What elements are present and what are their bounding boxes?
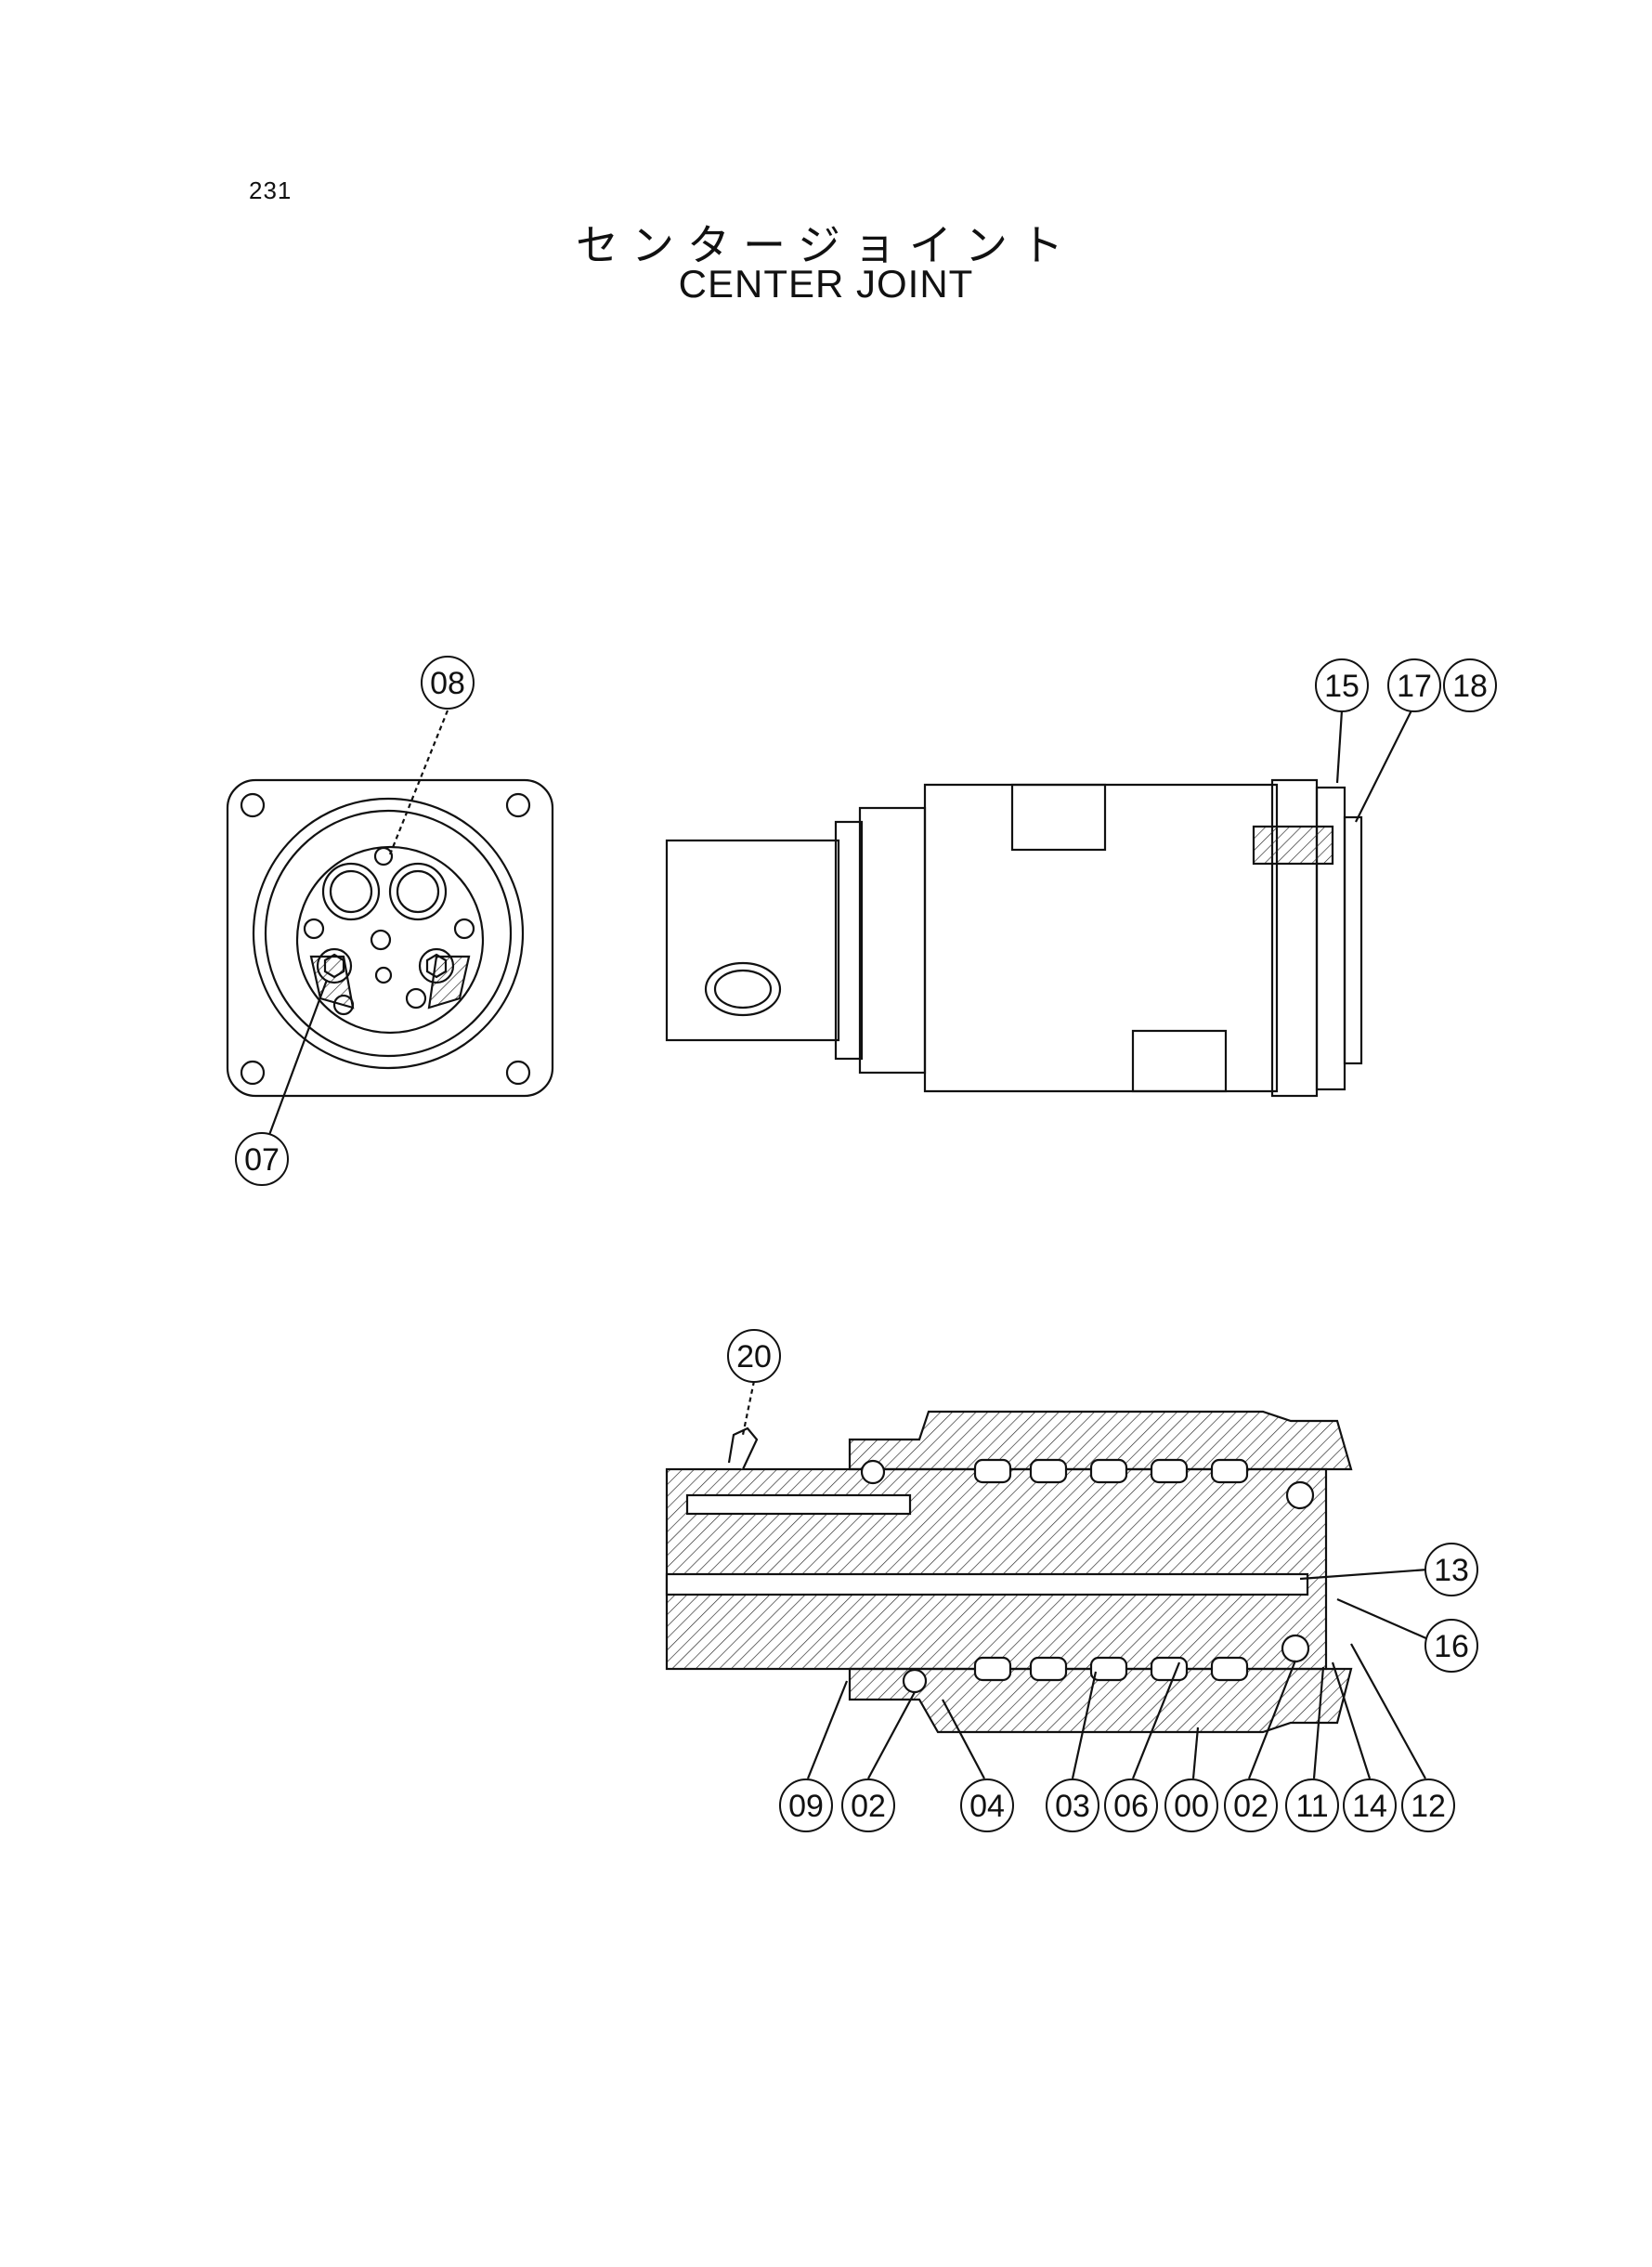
flange-inner-ring xyxy=(264,809,513,1058)
callout-15-label: 15 xyxy=(1324,669,1359,704)
housing-body xyxy=(923,783,1279,1093)
small-port xyxy=(373,846,394,866)
callout-06-label: 06 xyxy=(1113,1789,1149,1824)
port xyxy=(321,862,381,921)
leader-14 xyxy=(1331,1661,1372,1779)
shaft-stub xyxy=(665,839,840,1042)
callout-13-label: 13 xyxy=(1434,1553,1469,1588)
small-port xyxy=(370,929,392,951)
leader-09 xyxy=(806,1680,849,1779)
callout-12: 12 xyxy=(1401,1778,1455,1832)
callout-02: 02 xyxy=(841,1778,895,1832)
callout-20: 20 xyxy=(727,1329,781,1383)
small-port xyxy=(303,918,325,940)
leader-13 xyxy=(1299,1568,1429,1581)
callout-04: 04 xyxy=(960,1778,1014,1832)
port xyxy=(388,862,448,921)
flange-bolt-hole xyxy=(240,792,266,818)
leader-04 xyxy=(942,1699,985,1779)
leader-20 xyxy=(741,1380,756,1436)
callout-11-label: 11 xyxy=(1295,1789,1328,1824)
callout-02: 02 xyxy=(1224,1778,1278,1832)
callout-18: 18 xyxy=(1443,658,1497,712)
title-japanese: センタージョイント xyxy=(575,220,1077,270)
callout-20-label: 20 xyxy=(736,1339,772,1375)
callout-16: 16 xyxy=(1424,1619,1478,1673)
hex-plug xyxy=(316,947,353,984)
flange-outer-ring xyxy=(252,797,525,1070)
callout-14: 14 xyxy=(1343,1778,1397,1832)
callout-03: 03 xyxy=(1046,1778,1099,1832)
hex-plug xyxy=(418,947,455,984)
leader-17 xyxy=(1355,710,1412,823)
callout-09-label: 09 xyxy=(788,1789,824,1824)
title-english: CENTER JOINT xyxy=(678,262,974,306)
flange-bolt-hole xyxy=(240,1060,266,1086)
side-view xyxy=(665,710,1412,1098)
leader-11 xyxy=(1312,1666,1325,1779)
callout-12-label: 12 xyxy=(1411,1789,1446,1824)
callout-02-label: 02 xyxy=(851,1789,886,1824)
callout-06: 06 xyxy=(1104,1778,1158,1832)
callout-08: 08 xyxy=(421,656,475,710)
leader-00 xyxy=(1191,1726,1200,1779)
leader-07 xyxy=(267,979,329,1136)
callout-11: 11 xyxy=(1285,1778,1339,1832)
callout-09: 09 xyxy=(779,1778,833,1832)
leader-16 xyxy=(1336,1597,1429,1641)
leader-15 xyxy=(1335,710,1344,784)
leader-03 xyxy=(1071,1671,1098,1779)
housing-top xyxy=(848,1410,1353,1471)
callout-07-label: 07 xyxy=(244,1142,280,1178)
section-view xyxy=(665,1380,1429,1779)
grease-fitting xyxy=(727,1427,759,1470)
callout-13: 13 xyxy=(1424,1543,1478,1596)
leader-08 xyxy=(388,710,449,855)
leader-02a xyxy=(867,1691,916,1779)
flange-bolt-hole xyxy=(505,1060,531,1086)
small-port xyxy=(374,966,393,984)
housing-bottom xyxy=(848,1667,1353,1734)
callout-18-label: 18 xyxy=(1452,669,1488,704)
callout-00-label: 00 xyxy=(1174,1789,1209,1824)
callout-02-label: 02 xyxy=(1233,1789,1268,1824)
end-view xyxy=(226,710,554,1136)
callout-17: 17 xyxy=(1387,658,1441,712)
callout-03-label: 03 xyxy=(1055,1789,1090,1824)
callout-14-label: 14 xyxy=(1352,1789,1387,1824)
callout-00: 00 xyxy=(1164,1778,1218,1832)
hub-face xyxy=(295,845,485,1035)
callout-16-label: 16 xyxy=(1434,1629,1469,1664)
callout-04-label: 04 xyxy=(969,1789,1005,1824)
small-port xyxy=(453,918,475,940)
callout-07: 07 xyxy=(235,1132,289,1186)
leader-12 xyxy=(1350,1643,1426,1779)
callout-17-label: 17 xyxy=(1397,669,1432,704)
leader-02b xyxy=(1247,1660,1297,1779)
small-port xyxy=(405,987,427,1010)
callout-15: 15 xyxy=(1315,658,1369,712)
flange-plate xyxy=(226,778,554,1098)
flange-bolt-hole xyxy=(505,792,531,818)
leader-06 xyxy=(1131,1661,1181,1779)
page-number: 231 xyxy=(249,176,293,204)
callout-08-label: 08 xyxy=(430,666,465,701)
